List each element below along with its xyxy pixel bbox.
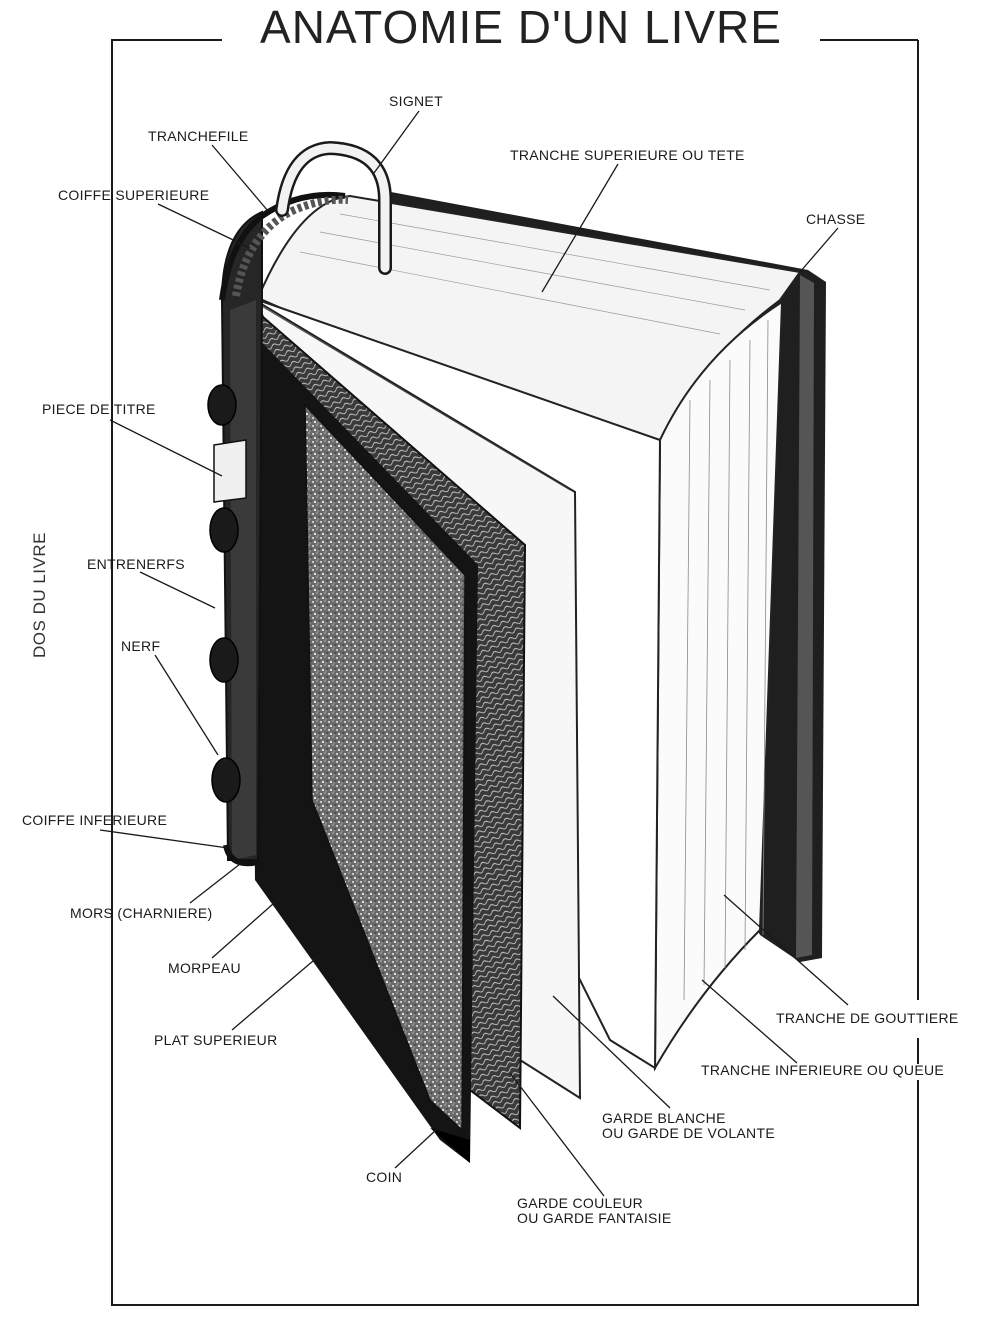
label-nerf: NERF <box>121 638 161 654</box>
label-garde-blanche-line2: OU GARDE DE VOLANTE <box>602 1125 775 1141</box>
page-title: ANATOMIE D'UN LIVRE <box>222 0 820 56</box>
label-garde-blanche-line1: GARDE BLANCHE <box>602 1110 726 1126</box>
label-tranche-gouttiere: TRANCHE DE GOUTTIERE <box>776 1010 959 1026</box>
label-signet: SIGNET <box>389 93 443 109</box>
label-coiffe-superieure: COIFFE SUPERIEURE <box>58 187 210 203</box>
label-chasse: CHASSE <box>806 211 866 227</box>
leader-lines <box>99 110 849 1197</box>
label-piece-de-titre: PIECE DE TITRE <box>42 401 156 417</box>
label-tranche-inferieure: TRANCHE INFERIEURE OU QUEUE <box>701 1062 945 1078</box>
label-garde-couleur: GARDE COULEUR OU GARDE FANTAISIE <box>517 1196 672 1226</box>
label-mors: MORS (CHARNIERE) <box>70 905 213 921</box>
label-morpeau: MORPEAU <box>168 960 241 976</box>
label-tranche-superieure: TRANCHE SUPERIEURE OU TETE <box>510 147 745 163</box>
label-coin: COIN <box>366 1169 403 1185</box>
spine-side-label: DOS DU LIVRE <box>30 532 49 658</box>
label-entrenerfs: ENTRENERFS <box>87 556 185 572</box>
bookmark-ribbon <box>275 140 392 275</box>
label-garde-couleur-line1: GARDE COULEUR <box>517 1195 644 1211</box>
front-cover <box>240 320 478 1163</box>
label-tranchefile: TRANCHEFILE <box>148 128 249 144</box>
spine <box>207 191 346 867</box>
label-plat-superieur: PLAT SUPERIEUR <box>154 1032 278 1048</box>
frame <box>111 39 919 1306</box>
label-coiffe-inferieure: COIFFE INFERIEURE <box>22 812 168 828</box>
label-garde-blanche: GARDE BLANCHE OU GARDE DE VOLANTE <box>602 1111 775 1141</box>
label-garde-couleur-line2: OU GARDE FANTAISIE <box>517 1210 672 1226</box>
